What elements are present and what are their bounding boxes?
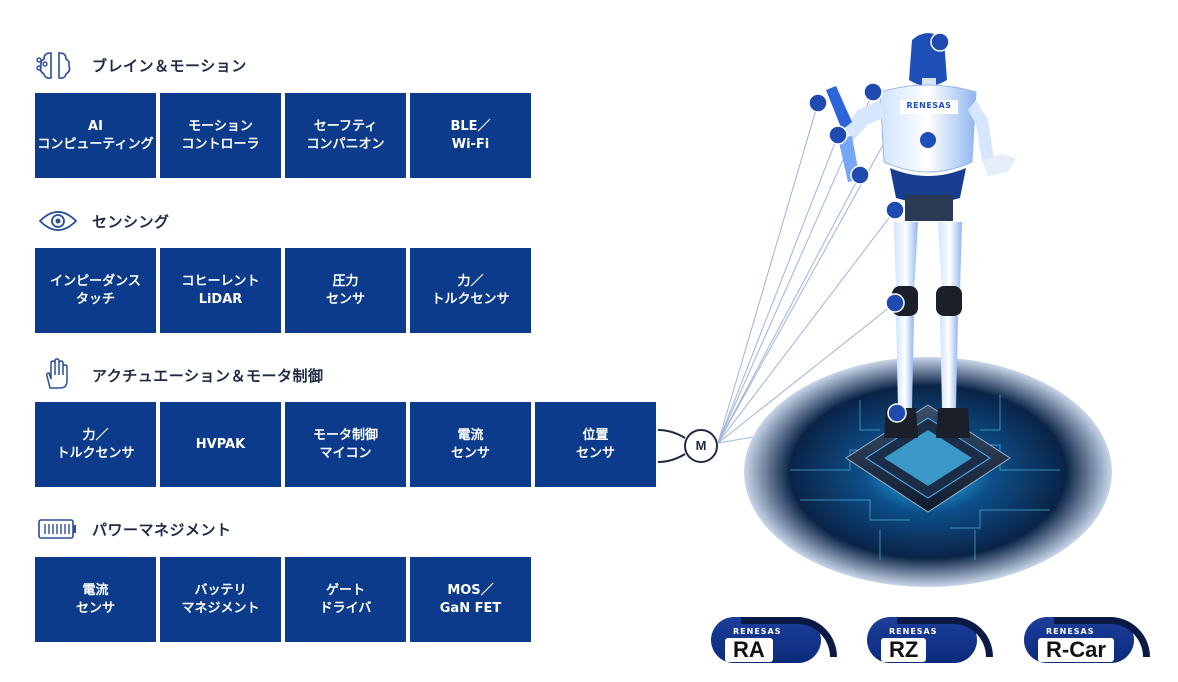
tile-safety-companion[interactable]: セーフティコンパニオン <box>285 93 406 178</box>
humanoid-robot <box>808 32 1016 438</box>
brand-product-label: R-Car <box>1038 638 1114 662</box>
tile-motion-controller[interactable]: モーションコントローラ <box>160 93 281 178</box>
section-title: アクチュエーション＆モータ制御 <box>92 366 324 385</box>
section-header-actuation: アクチュエーション＆モータ制御 <box>36 358 323 392</box>
brain-icon <box>36 48 84 82</box>
tile-gate-driver[interactable]: ゲートドライバ <box>285 557 406 642</box>
tile-battery-management[interactable]: バッテリマネジメント <box>160 557 281 642</box>
circuit-platform <box>744 357 1112 587</box>
brand-product-label: RZ <box>881 638 927 662</box>
brand-badge-ra: RENESAS RA <box>711 617 837 667</box>
eye-icon <box>36 204 84 238</box>
battery-icon <box>36 512 84 546</box>
tile-current-sensor-actuation[interactable]: 電流センサ <box>410 402 531 487</box>
hand-icon <box>36 358 84 392</box>
section-header-brain-motion: ブレイン＆モーション <box>36 48 247 82</box>
brand-product-label: RA <box>725 638 773 662</box>
section-header-sensing: センシング <box>36 204 170 238</box>
brand-badge-rcar: RENESAS R-Car <box>1024 617 1150 667</box>
tile-row-actuation: 力／トルクセンサ HVPAK モータ制御マイコン 電流センサ 位置センサ <box>35 402 656 487</box>
tile-ble-wifi[interactable]: BLE／Wi-Fi <box>410 93 531 178</box>
brand-corp-label: RENESAS <box>889 627 938 636</box>
tile-mos-gan-fet[interactable]: MOS／GaN FET <box>410 557 531 642</box>
tile-impedance-touch[interactable]: インピーダンスタッチ <box>35 248 156 333</box>
brand-corp-label: RENESAS <box>1046 627 1095 636</box>
tile-current-sensor-power[interactable]: 電流センサ <box>35 557 156 642</box>
tile-force-torque-sensor-actuation[interactable]: 力／トルクセンサ <box>35 402 156 487</box>
section-title: ブレイン＆モーション <box>92 56 247 75</box>
tile-row-power: 電流センサ バッテリマネジメント ゲートドライバ MOS／GaN FET <box>35 557 531 642</box>
motor-connector <box>657 429 686 463</box>
tile-pressure-sensor[interactable]: 圧力センサ <box>285 248 406 333</box>
section-title: パワーマネジメント <box>92 520 232 539</box>
tile-hvpak[interactable]: HVPAK <box>160 402 281 487</box>
brand-corp-label: RENESAS <box>733 627 782 636</box>
robot-chest-logo: RENESAS <box>906 101 952 110</box>
tile-force-torque-sensor[interactable]: 力／トルクセンサ <box>410 248 531 333</box>
section-title: センシング <box>92 212 170 231</box>
brand-badge-rz: RENESAS RZ <box>867 617 993 667</box>
tile-motor-control-mcu[interactable]: モータ制御マイコン <box>285 402 406 487</box>
tile-position-sensor[interactable]: 位置センサ <box>535 402 656 487</box>
section-header-power: パワーマネジメント <box>36 512 232 546</box>
motor-label: M <box>695 438 707 453</box>
motor-icon <box>684 429 718 463</box>
